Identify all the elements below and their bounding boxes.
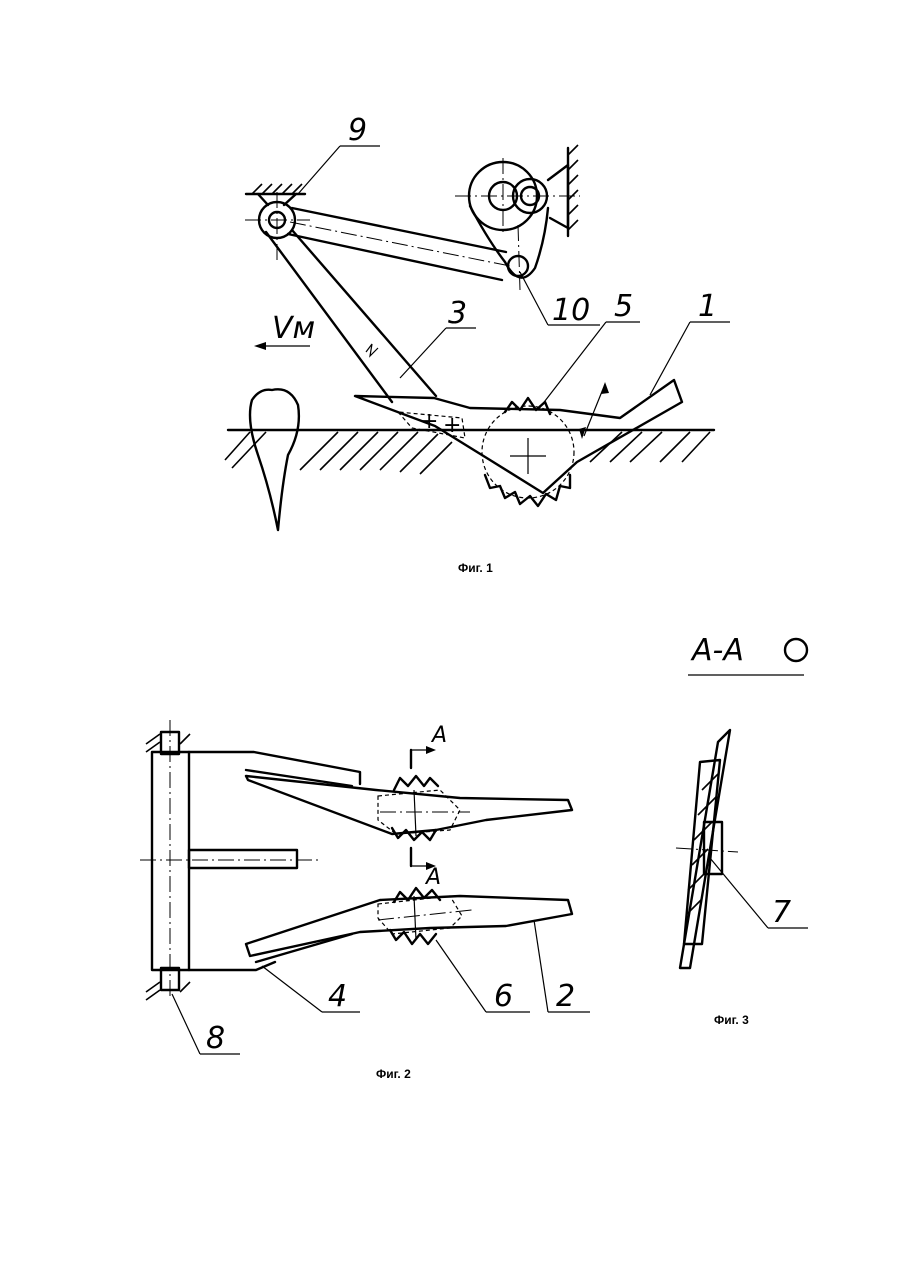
section-title: A-A — [690, 633, 744, 668]
label-5: 5 — [614, 289, 633, 324]
label-2: 2 — [556, 979, 575, 1014]
velocity-indicator: Vм — [254, 311, 315, 350]
label-6: 6 — [494, 979, 513, 1014]
label-4: 4 — [328, 979, 347, 1014]
label-10: 10 — [552, 293, 590, 328]
section-label-top: A — [430, 723, 447, 748]
section-marks: A A — [411, 723, 447, 890]
figure-2: A A 4 6 2 8 Фиг. 2 — [140, 720, 590, 1081]
lower-blade — [246, 888, 572, 962]
upper-hinge-mount — [245, 184, 310, 262]
figure-2-caption: Фиг. 2 — [376, 1067, 411, 1081]
section-label-bottom: A — [424, 865, 441, 890]
weed-plant — [250, 389, 299, 530]
figure-1-caption: Фиг. 1 — [458, 561, 493, 575]
label-9: 9 — [348, 113, 367, 148]
fig2-callouts: 4 6 2 8 — [172, 920, 590, 1056]
soil-surface — [225, 430, 714, 474]
svg-text:+: + — [443, 413, 461, 438]
label-3: 3 — [448, 296, 467, 331]
section-view — [676, 730, 738, 968]
crank-drive — [455, 145, 580, 290]
figure-3: A-A 7 Фиг. 3 — [676, 633, 808, 1027]
velocity-label: Vм — [272, 311, 315, 346]
frame — [140, 720, 360, 1000]
rotation-icon — [785, 639, 807, 661]
label-1: 1 — [698, 289, 717, 324]
label-8: 8 — [206, 1021, 225, 1056]
fig1-callouts: 9 10 3 5 1 — [298, 113, 730, 410]
working-body-1: + + — [355, 380, 682, 506]
label-7: 7 — [772, 895, 791, 930]
figure-1: + + — [225, 113, 730, 575]
upper-blade — [246, 770, 572, 840]
figure-3-caption: Фиг. 3 — [714, 1013, 749, 1027]
